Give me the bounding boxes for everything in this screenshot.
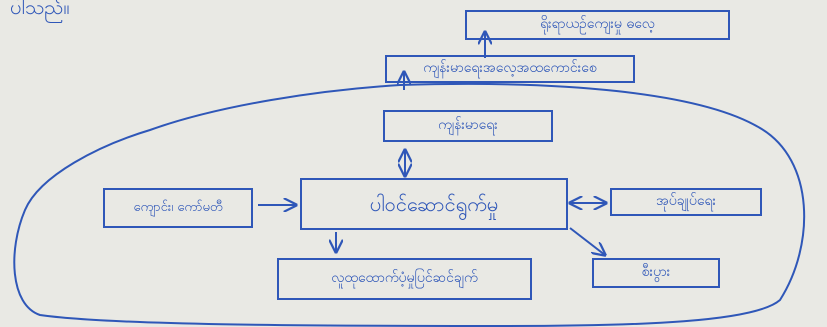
node-bottom-right: စီးပွား [592, 258, 720, 288]
top-text-fragment: ပါသည်။ [10, 0, 70, 19]
node-bottom-left: လူထုထောက်ပံ့မှုပြင်ဆင်ချက် [277, 258, 532, 300]
boundary-loop [13, 82, 806, 327]
node-center: ပါဝင်ဆောင်ရွက်မှု [300, 178, 568, 230]
node-health: ကျန်းမာရေး [383, 110, 553, 142]
node-top: ရိုးရာယဉ်ကျေးမှု ဓလေ့ [465, 10, 730, 40]
node-upper: ကျန်းမာရေးအလေ့အထကောင်းစေ [385, 55, 635, 83]
node-right: အုပ်ချုပ်ရေး [610, 188, 762, 216]
arrow-center-to-bottom-right [569, 227, 605, 255]
node-left: ကျောင်း၊ ကော်မတီ [103, 188, 253, 228]
